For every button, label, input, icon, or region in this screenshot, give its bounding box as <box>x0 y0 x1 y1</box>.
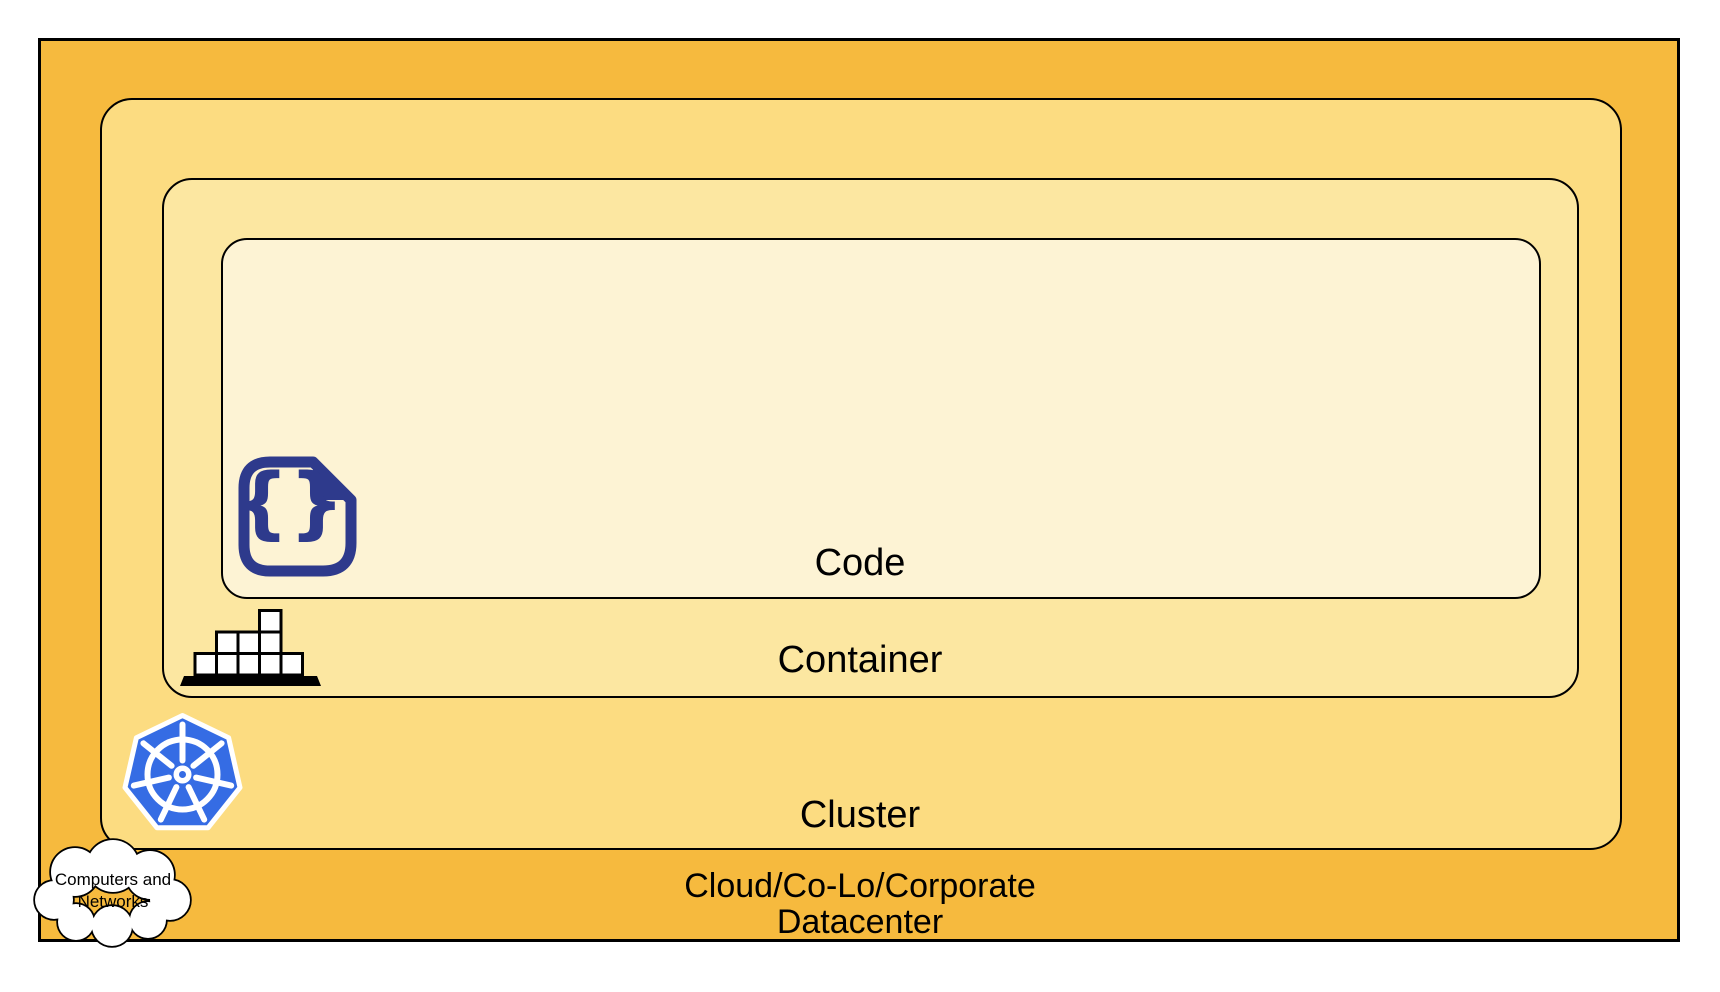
cloud-datacenter-label-line1: Cloud/Co-Lo/Corporate <box>684 867 1036 905</box>
cloud-icon <box>33 838 192 948</box>
code-file-icon: {} <box>237 456 357 577</box>
kubernetes-wheel <box>130 721 235 823</box>
cluster-label: Cluster <box>799 794 921 836</box>
cloud-icon-label: Computers and Networks <box>54 870 172 911</box>
cloud-fill-mask <box>35 840 190 946</box>
kubernetes-wheel-hub-dot <box>179 771 186 778</box>
container-label: Container <box>777 639 943 681</box>
code-file-outline <box>238 456 357 577</box>
container-boxes-stack <box>193 609 304 677</box>
cloud-datacenter-label-line2: Datacenter <box>776 903 944 941</box>
code-file-fold <box>313 464 349 500</box>
code-braces-glyph: {} <box>237 458 345 548</box>
container-boxes-icon <box>180 609 321 686</box>
cloud-datacenter-label: Cloud/Co-Lo/Corporate Datacenter <box>684 868 1036 940</box>
code-label: Code <box>814 542 906 584</box>
container-platform-bar <box>180 676 321 686</box>
kubernetes-helm-icon <box>122 713 243 831</box>
layer-code-rect <box>221 238 1541 599</box>
